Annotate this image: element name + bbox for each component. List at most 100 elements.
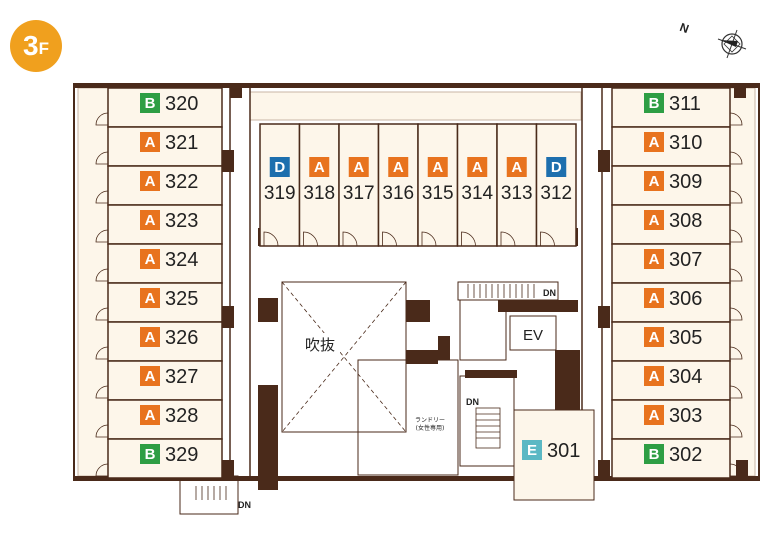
room-number: 320 [165, 93, 198, 115]
door-arc [303, 231, 318, 247]
door-arc [95, 229, 109, 243]
door-arc [729, 190, 743, 204]
door-arc [263, 231, 279, 247]
room-type-letter: A [145, 368, 156, 385]
room-number: 307 [669, 249, 702, 271]
room-type-letter: A [145, 134, 156, 151]
room-type-badge [427, 157, 448, 177]
room-number: 312 [540, 183, 572, 204]
room-number: 316 [382, 183, 414, 204]
floor-suffix: F [38, 39, 49, 58]
room-type-letter: A [393, 159, 404, 176]
door-arc [95, 424, 109, 438]
room-type-badge [644, 288, 664, 308]
laundry-label: ランドリー [415, 417, 445, 424]
door-arc [500, 231, 516, 247]
room-type-letter: B [649, 95, 660, 112]
room-type-badge [644, 93, 664, 113]
door-arc [461, 231, 476, 247]
room-number: 309 [669, 171, 702, 193]
door-arc [729, 268, 743, 282]
room-type-badge [506, 157, 527, 177]
room-type-letter: A [145, 173, 156, 190]
room-type-badge [644, 210, 664, 230]
stair-mid [475, 407, 501, 449]
room-328[interactable]: A 328 [95, 399, 223, 440]
stair-top [467, 284, 535, 298]
room-number: 328 [165, 405, 198, 427]
door-arc [729, 385, 743, 399]
floor-number: 3 [23, 30, 39, 61]
room-number: 314 [461, 183, 493, 204]
compass-north-label: N [678, 20, 691, 36]
door-arc [95, 463, 109, 477]
room-type-badge [140, 288, 160, 308]
room-number: 308 [669, 210, 702, 232]
room-number: 323 [165, 210, 198, 232]
room-number: 324 [165, 249, 198, 271]
room-type-badge [140, 132, 160, 152]
room-type-letter: A [649, 407, 660, 424]
door-arc [342, 231, 358, 247]
stair-mid-down-label: DN [466, 397, 479, 407]
room-type-badge [644, 444, 664, 464]
door-arc [421, 231, 437, 247]
room-type-badge [467, 157, 488, 177]
room-type-badge [546, 157, 567, 177]
door-arc [95, 190, 109, 204]
room-type-letter: A [511, 159, 522, 176]
room-number: 311 [669, 93, 701, 115]
room-316[interactable]: A 316 [377, 123, 419, 247]
room-number: 326 [165, 327, 198, 349]
stair-left-down-label: DN [238, 500, 251, 510]
room-type-letter: A [145, 407, 156, 424]
room-311[interactable]: B 311 [611, 87, 743, 128]
compass-icon [717, 29, 747, 59]
room-number: 301 [547, 440, 580, 462]
door-arc [95, 268, 109, 282]
room-type-badge [348, 157, 369, 177]
room-323[interactable]: A 323 [95, 204, 223, 245]
elevator-label: EV [523, 327, 543, 344]
room-309[interactable]: A 309 [611, 165, 743, 206]
room-number: 318 [303, 183, 335, 204]
room-type-letter: B [145, 446, 156, 463]
room-type-badge [644, 327, 664, 347]
room-number: 315 [422, 183, 454, 204]
stair-top-down-label: DN [543, 288, 556, 298]
room-type-letter: A [649, 173, 660, 190]
room-type-badge [644, 405, 664, 425]
door-arc [729, 307, 743, 321]
room-type-badge [140, 405, 160, 425]
stair-left [195, 486, 227, 500]
room-type-badge [140, 210, 160, 230]
room-type-letter: A [145, 212, 156, 229]
room-number: 310 [669, 132, 702, 154]
